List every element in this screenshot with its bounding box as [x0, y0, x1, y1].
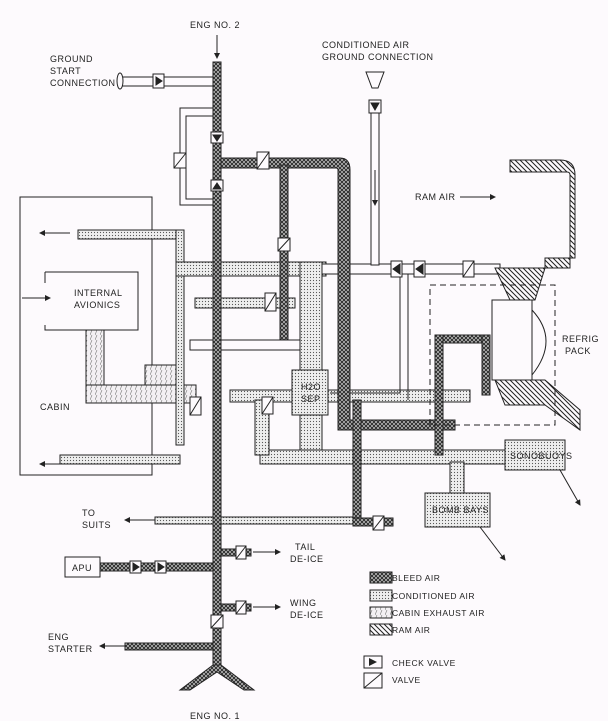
valve-icon — [210, 614, 224, 629]
legend: BLEED AIR CONDITIONED AIR CABIN EXHAUST … — [363, 571, 485, 689]
valve-icon — [462, 260, 475, 278]
valve-icon — [189, 396, 202, 416]
bomb-bays-label: BOMB BAYS — [432, 505, 489, 515]
refrig-pack-box — [429, 284, 556, 426]
legend-ram-air: RAM AIR — [392, 625, 430, 635]
to-suits-label: TO — [82, 508, 95, 518]
h2o-sep-label-2: SEP — [301, 394, 321, 404]
cond-ground-label: CONDITIONED AIR — [322, 40, 410, 50]
legend-cabin-exhaust-air: CABIN EXHAUST AIR — [392, 608, 485, 618]
wing-deice-label: WING — [290, 598, 317, 608]
valve-icon — [277, 237, 291, 252]
bomb-bays-box — [424, 492, 491, 528]
eng-starter-label-2: STARTER — [48, 644, 93, 654]
internal-avionics-label-2: AVIONICS — [74, 300, 120, 310]
ground-start-label-2: START — [50, 66, 81, 76]
valve-icon — [256, 151, 270, 170]
cabin-box — [19, 196, 153, 476]
legend-valve: VALVE — [392, 675, 421, 685]
h2o-sep-label: H2O — [301, 382, 321, 392]
valve-icon — [235, 600, 247, 615]
cabin-label: CABIN — [40, 402, 70, 412]
check-valve-icon — [413, 260, 426, 278]
refrig-pack-label-2: PACK — [565, 346, 591, 356]
check-valve-icon — [368, 99, 382, 114]
tail-deice-label: TAIL — [295, 542, 315, 552]
sonobuoys-box — [504, 439, 566, 471]
legend-conditioned-air: CONDITIONED AIR — [392, 591, 475, 601]
valve-icon — [173, 152, 187, 169]
valve-icon — [264, 292, 277, 312]
sonobuoys-label: SONOBUOYS — [510, 451, 573, 461]
check-valve-icon — [154, 560, 167, 574]
ram-air-label: RAM AIR — [415, 192, 456, 202]
valve-icon — [235, 545, 247, 560]
check-valve-icon — [152, 73, 165, 89]
ground-start-label: GROUND — [50, 54, 93, 64]
h2o-sep-box — [291, 369, 329, 416]
check-valve-icon — [363, 655, 383, 669]
check-valve-icon — [390, 260, 403, 278]
legend-check-valve: CHECK VALVE — [392, 658, 456, 668]
valve-icon — [363, 672, 383, 689]
check-valve-icon — [210, 131, 224, 144]
eng-no2-label: ENG NO. 2 — [190, 20, 240, 30]
wing-deice-label-2: DE-ICE — [290, 610, 324, 620]
eng-starter-label: ENG — [48, 632, 69, 642]
ground-start-label-3: CONNECTION — [50, 78, 116, 88]
internal-avionics-label: INTERNAL — [74, 288, 123, 298]
valve-icon — [372, 515, 385, 531]
internal-avionics-box — [44, 271, 139, 331]
valve-icon — [261, 396, 274, 415]
cond-ground-label-2: GROUND CONNECTION — [322, 52, 434, 62]
legend-bleed-air: BLEED AIR — [392, 573, 440, 583]
tail-deice-label-2: DE-ICE — [290, 554, 324, 564]
refrig-pack-label: REFRIG — [562, 334, 599, 344]
check-valve-icon — [129, 560, 142, 574]
apu-label: APU — [72, 563, 92, 573]
to-suits-label-2: SUITS — [82, 520, 111, 530]
check-valve-icon — [210, 179, 224, 192]
eng-no1-label: ENG NO. 1 — [190, 711, 240, 721]
